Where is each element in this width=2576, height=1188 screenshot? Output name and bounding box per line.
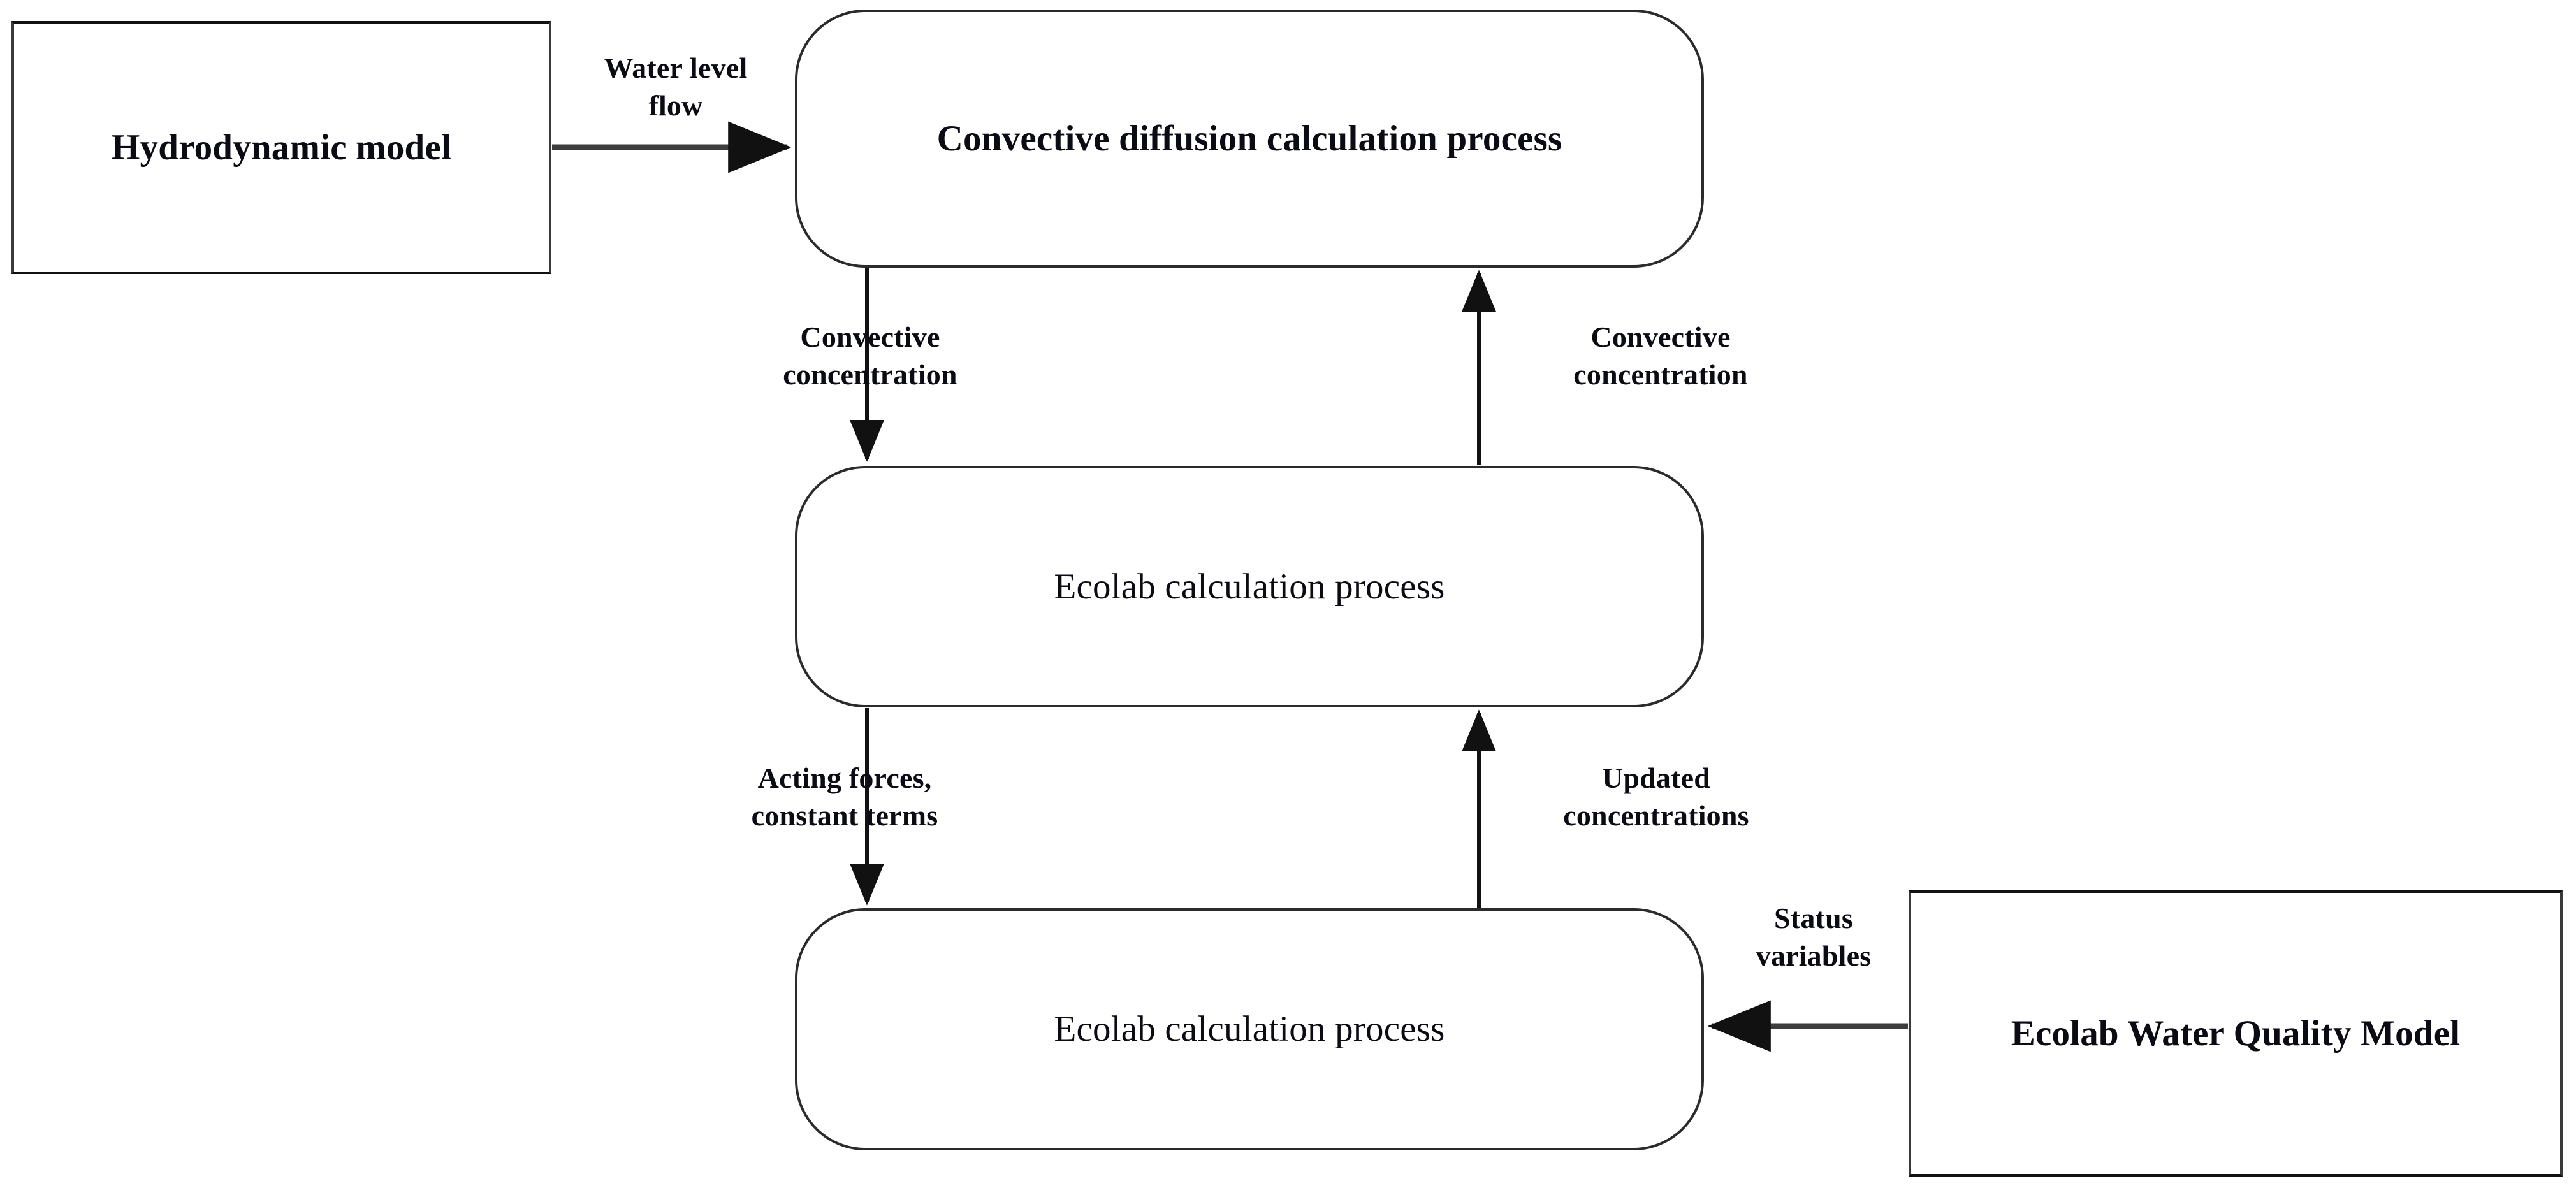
node-ecolab-water-quality-model-label: Ecolab Water Quality Model: [2011, 1013, 2461, 1054]
node-hydrodynamic-model[interactable]: Hydrodynamic model: [11, 21, 551, 274]
node-hydrodynamic-model-label: Hydrodynamic model: [112, 127, 451, 168]
edge-label-convective-concentration-down: Convective concentration: [783, 321, 957, 391]
node-ecolab-calculation-process-middle[interactable]: Ecolab calculation process: [795, 466, 1704, 707]
node-ecolab-water-quality-model[interactable]: Ecolab Water Quality Model: [1909, 890, 2563, 1177]
node-convective-diffusion-calculation-process-label: Convective diffusion calculation process: [936, 118, 1562, 159]
edge-label-water-level-flow: Water level flow: [604, 52, 748, 122]
node-ecolab-calculation-process-middle-label: Ecolab calculation process: [1054, 566, 1445, 607]
edge-label-updated-concentrations: Updated concentrations: [1563, 762, 1749, 832]
edge-label-status-variables: Status variables: [1756, 902, 1872, 972]
node-convective-diffusion-calculation-process[interactable]: Convective diffusion calculation process: [795, 10, 1704, 268]
node-ecolab-calculation-process-bottom-label: Ecolab calculation process: [1054, 1009, 1445, 1050]
node-ecolab-calculation-process-bottom[interactable]: Ecolab calculation process: [795, 908, 1704, 1150]
edge-label-convective-concentration-up: Convective concentration: [1573, 321, 1748, 391]
edge-label-acting-forces-constant-terms: Acting forces, constant terms: [751, 762, 938, 832]
